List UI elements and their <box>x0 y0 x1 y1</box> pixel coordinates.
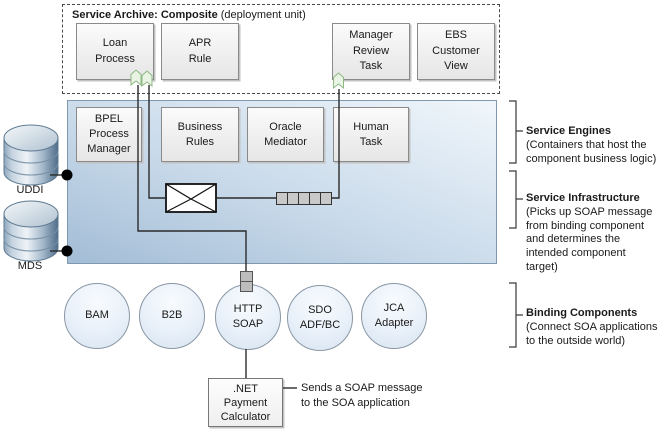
component-box-ebs-customer-view: EBS Customer View <box>417 23 495 80</box>
legend-desc: (Containers that host the component busi… <box>526 138 657 165</box>
component-box-loan-process: Loan Process <box>76 23 154 80</box>
message-envelope-icon <box>165 183 217 213</box>
legend-desc: (Connect SOA applications to the outside… <box>526 320 658 347</box>
engine-label: Business Rules <box>177 120 223 148</box>
legend-binding-components: Binding Components (Connect SOA applicat… <box>526 307 667 348</box>
engine-box-business-rules: Business Rules <box>161 107 239 162</box>
engine-box-human-task: Human Task <box>333 107 409 162</box>
message-queue-icon <box>276 192 332 205</box>
uddi-label: UDDI <box>16 184 44 196</box>
service-archive-container <box>62 4 500 94</box>
legend-service-infrastructure: Service Infrastructure (Picks up SOAP me… <box>526 192 667 275</box>
service-archive-title-suffix: (deployment unit) <box>217 9 306 21</box>
engine-label: BPEL Process Manager <box>87 113 131 155</box>
bracket-service-infrastructure <box>509 170 523 229</box>
binding-circle-sdo-adf-bc: SDO ADF/BC <box>287 285 353 351</box>
client-label: .NET Payment Calculator <box>220 382 271 423</box>
component-label: Loan Process <box>95 37 135 65</box>
binding-label: HTTP SOAP <box>232 302 264 331</box>
mds-label: MDS <box>17 260 43 272</box>
binding-circle-bam: BAM <box>64 283 130 349</box>
legend-title: Service Infrastructure <box>526 192 640 204</box>
legend-title: Service Engines <box>526 125 611 137</box>
soap-message-annotation: Sends a SOAP message to the SOA applicat… <box>301 382 423 409</box>
engine-label: Oracle Mediator <box>264 120 307 148</box>
binding-label: BAM <box>85 309 109 322</box>
engine-label: Human Task <box>353 120 389 148</box>
binding-circle-jca-adapter: JCA Adapter <box>361 283 427 349</box>
service-archive-title-bold: Service Archive: Composite <box>72 9 218 21</box>
legend-title: Binding Components <box>526 307 638 319</box>
component-label: EBS Customer View <box>432 29 480 73</box>
component-label: Manager Review Task <box>349 29 393 73</box>
component-box-manager-review-task: Manager Review Task <box>332 23 410 80</box>
binding-label: JCA Adapter <box>374 301 414 330</box>
service-archive-title: Service Archive: Composite (deployment u… <box>72 9 306 21</box>
legend-service-engines: Service Engines (Containers that host th… <box>526 125 667 166</box>
legend-desc: (Picks up SOAP message from binding comp… <box>526 205 653 273</box>
engine-box-bpel-process-manager: BPEL Process Manager <box>76 107 142 162</box>
database-cylinder-icon <box>3 124 59 186</box>
bracket-binding-components <box>509 282 523 348</box>
binding-circle-b2b: B2B <box>139 283 205 349</box>
binding-label: SDO ADF/BC <box>299 303 341 332</box>
component-label: APR Rule <box>188 37 212 65</box>
service-binding-flag-icon <box>130 69 142 86</box>
database-cylinder-icon <box>3 200 59 262</box>
binding-label: B2B <box>161 309 183 322</box>
service-binding-flag-icon <box>333 72 344 89</box>
dotnet-payment-calculator-box: .NET Payment Calculator <box>208 378 283 427</box>
service-binding-flag-icon <box>141 70 153 87</box>
component-box-apr-rule: APR Rule <box>161 23 239 80</box>
endpoint-connector-icon <box>240 271 253 292</box>
engine-box-oracle-mediator: Oracle Mediator <box>247 107 324 162</box>
binding-circle-http-soap: HTTP SOAP <box>215 284 281 350</box>
bracket-service-engines <box>509 100 523 164</box>
